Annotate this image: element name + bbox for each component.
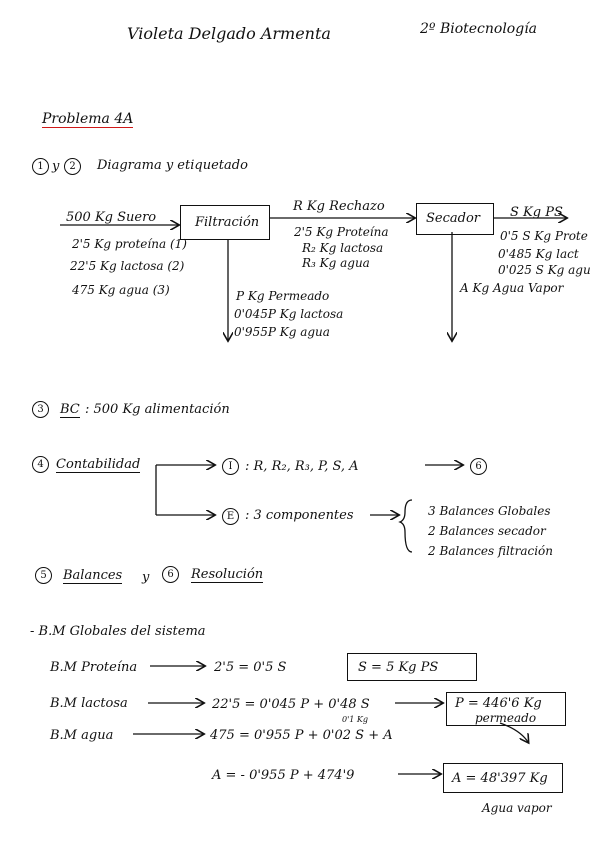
lactose-result: P = 446'6 Kg (455, 696, 542, 711)
step-joiner: y (142, 570, 150, 585)
reject-item: 2'5 Kg Proteína (294, 225, 389, 239)
permeate-label: P Kg Permeado (236, 289, 330, 303)
product-item: 0'485 Kg lact (498, 247, 579, 261)
reject-label: R Kg Rechazo (293, 199, 385, 214)
lactose-result-note: permeado (475, 711, 537, 725)
unknowns-count: 6 (470, 458, 487, 475)
protein-result-box: S = 5 Kg PS (347, 653, 477, 681)
reject-item: R₃ Kg agua (302, 256, 370, 270)
problem-title: Problema 4A (42, 111, 134, 128)
reject-item: R₂ Kg lactosa (302, 241, 384, 255)
balance-equation: 475 = 0'955 P + 0'02 S + A (210, 728, 393, 743)
balance-equation: 22'5 = 0'045 P + 0'48 S (212, 697, 370, 712)
feed-item: 2'5 Kg proteína (1) (72, 237, 187, 251)
vapor-result-note: Agua vapor (482, 801, 552, 815)
bc-text: : 500 Kg alimentación (85, 402, 230, 417)
step-6-marker: 6 (162, 566, 179, 583)
product-label: S Kg PS (510, 205, 563, 220)
equation-item: 2 Balances secador (428, 524, 546, 538)
step-joiner: y (52, 159, 60, 174)
balances-label: Balances (63, 568, 123, 584)
step-12-text: Diagrama y etiquetado (97, 158, 248, 173)
balance-label: B.M agua (50, 728, 114, 743)
filtration-unit: Filtración (180, 205, 270, 240)
contabilidad-label: Contabilidad (56, 457, 141, 473)
bc-label: BC (60, 402, 80, 418)
vapor-result-box: A = 48'397 Kg (443, 763, 563, 793)
unknowns-marker: I (222, 458, 239, 475)
step-1-marker: 1 (32, 158, 49, 175)
unknowns-text: : R, R₂, R₃, P, S, A (245, 459, 359, 474)
vapor-label: A Kg Agua Vapor (460, 281, 564, 295)
permeate-item: 0'045P Kg lactosa (234, 307, 344, 321)
equation-item: 2 Balances filtración (428, 544, 554, 558)
balance-label: B.M Proteína (50, 660, 138, 675)
equations-marker: E (222, 508, 239, 525)
feed-label: 500 Kg Suero (66, 210, 157, 225)
feed-item: 22'5 Kg lactosa (2) (70, 259, 185, 273)
dryer-label: Secador (426, 211, 480, 226)
equations-text: : 3 componentes (245, 508, 354, 523)
balance-label: B.M lactosa (50, 696, 128, 711)
step-4-marker: 4 (32, 456, 49, 473)
product-item: 0'5 S Kg Prote (500, 229, 588, 243)
product-item: 0'025 S Kg agu (498, 263, 591, 277)
student-name: Violeta Delgado Armenta (127, 24, 331, 43)
step-3-marker: 3 (32, 401, 49, 418)
balances-heading: - B.M Globales del sistema (30, 624, 206, 639)
feed-item: 475 Kg agua (3) (72, 283, 170, 297)
resolucion-label: Resolución (191, 567, 264, 583)
step-2-marker: 2 (64, 158, 81, 175)
permeate-item: 0'955P Kg agua (234, 325, 330, 339)
protein-result: S = 5 Kg PS (358, 660, 439, 675)
vapor-result: A = 48'397 Kg (452, 771, 548, 786)
course-label: 2º Biotecnología (420, 21, 538, 37)
substitution-note: 0'1 Kg (342, 715, 369, 724)
lactose-result-box: P = 446'6 Kg permeado (446, 692, 566, 726)
vapor-equation: A = - 0'955 P + 474'9 (212, 768, 355, 783)
step-5-marker: 5 (35, 567, 52, 584)
equation-item: 3 Balances Globales (428, 504, 551, 518)
dryer-unit: Secador (416, 203, 494, 235)
balance-equation: 2'5 = 0'5 S (214, 660, 287, 675)
filtration-label: Filtración (195, 215, 260, 230)
